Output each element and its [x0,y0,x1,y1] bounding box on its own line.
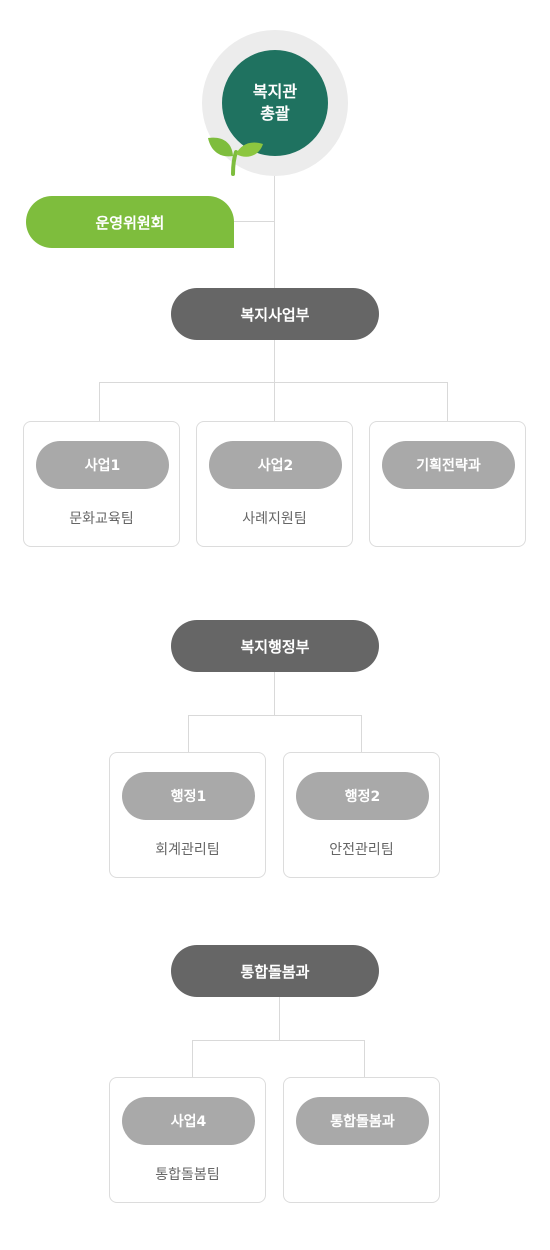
connector-dept3-right [364,1040,365,1078]
team-label: 안전관리팀 [329,842,394,858]
unit-label: 사업4 [122,1097,255,1145]
connector-dept1-branch [99,382,448,383]
connector-dept2-left [188,715,189,752]
team-label: 사례지원팀 [242,511,307,527]
connector-dept1-down [274,340,275,421]
sprout-icon [208,137,263,176]
department-welfare-admin: 복지행정부 [171,620,379,672]
unit-label: 통합돌봄과 [296,1097,429,1145]
unit-box: 행정2 안전관리팀 [283,752,440,878]
unit-box: 통합돌봄과 [283,1077,440,1203]
connector-committee [234,221,274,222]
top-node-line2: 총괄 [260,104,290,123]
unit-box: 기획전략과 [369,421,526,547]
unit-label: 사업1 [36,441,169,489]
unit-label: 사업2 [209,441,342,489]
connector-dept1-right [447,382,448,421]
unit-box: 사업4 통합돌봄팀 [109,1077,266,1203]
connector-dept3-left [192,1040,193,1078]
team-label: 문화교육팀 [69,511,134,527]
top-node: 복지관 총괄 [222,50,328,156]
unit-box: 행정1 회계관리팀 [109,752,266,878]
unit-label: 기획전략과 [382,441,515,489]
committee-label: 운영위원회 [26,196,234,248]
unit-box: 사업2 사례지원팀 [196,421,353,547]
connector-dept2-right [361,715,362,752]
team-label: 통합돌봄팀 [155,1167,220,1183]
team-label: 회계관리팀 [155,842,220,858]
department-welfare-business: 복지사업부 [171,288,379,340]
connector-dept1-left [99,382,100,421]
connector-top-vertical [274,176,275,288]
department-integrated-care: 통합돌봄과 [171,945,379,997]
top-node-line1: 복지관 [252,82,298,101]
connector-dept2-branch [188,715,362,716]
connector-dept3-branch [192,1040,365,1041]
unit-box: 사업1 문화교육팀 [23,421,180,547]
connector-dept3-down [279,997,280,1040]
connector-dept2-down [274,672,275,715]
unit-label: 행정2 [296,772,429,820]
unit-label: 행정1 [122,772,255,820]
